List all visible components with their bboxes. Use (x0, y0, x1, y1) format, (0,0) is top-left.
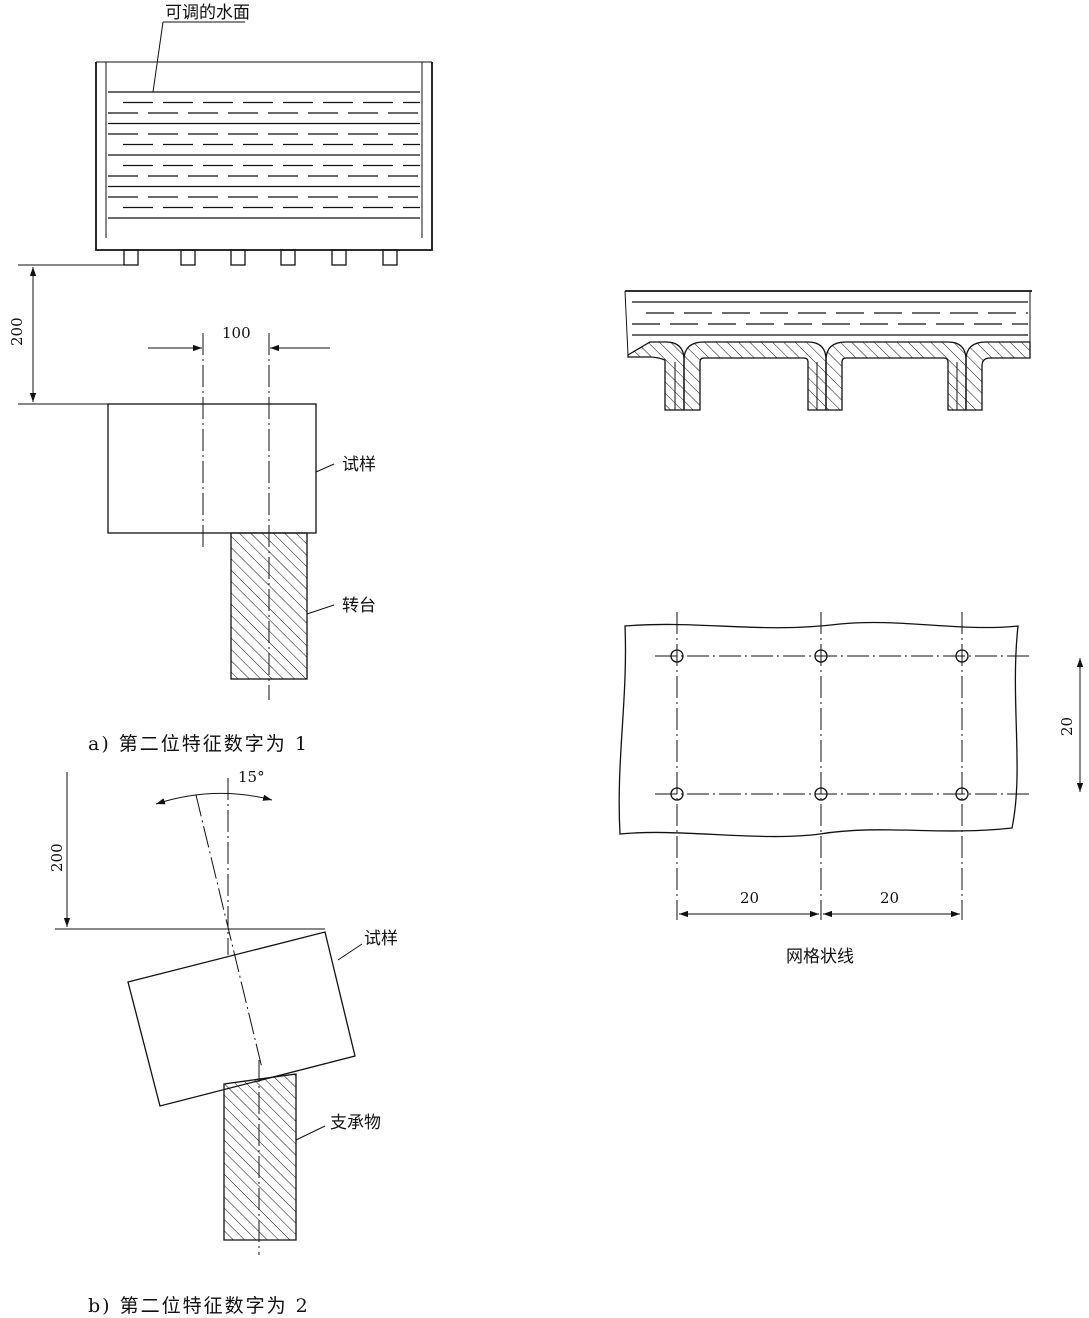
water-label-leader (152, 21, 164, 93)
specimen (127, 931, 356, 1107)
specimen-label: 试样 (342, 455, 376, 475)
water-dashes (108, 91, 420, 219)
specimen-label: 试样 (364, 929, 398, 949)
horizontal-dimension-1: 20 (740, 889, 759, 907)
nozzle-section (624, 290, 1032, 411)
water-label: 可调的水面 (165, 3, 250, 23)
turntable-label: 转台 (342, 596, 376, 616)
height-dimension: 200 (8, 317, 26, 346)
support-label: 支承物 (330, 1113, 381, 1133)
caption-a: a) 第二位特征数字为 1 (88, 733, 309, 755)
nozzle-holes (670, 649, 969, 801)
caption-b: b) 第二位特征数字为 2 (88, 1295, 310, 1317)
angle-dimension: 15° (238, 768, 265, 786)
horizontal-dimension-2: 20 (880, 889, 899, 907)
water-tank (95, 61, 433, 251)
figure-a: 可调的水面 200 100 试样 转台 a) 第二位特征数字为 1 (8, 3, 433, 755)
width-dimension: 100 (222, 324, 251, 342)
height-dimension: 200 (48, 843, 66, 872)
grid-caption: 网格状线 (786, 947, 854, 967)
vertical-dimension: 20 (1058, 717, 1076, 736)
grid-plate: 20 20 20 网格状线 (618, 612, 1084, 967)
specimen (107, 403, 317, 534)
figure-b: 200 15° 试样 支承物 b) 第二位特征数字为 2 (48, 768, 398, 1317)
nozzles (123, 249, 398, 266)
support (223, 1073, 297, 1241)
